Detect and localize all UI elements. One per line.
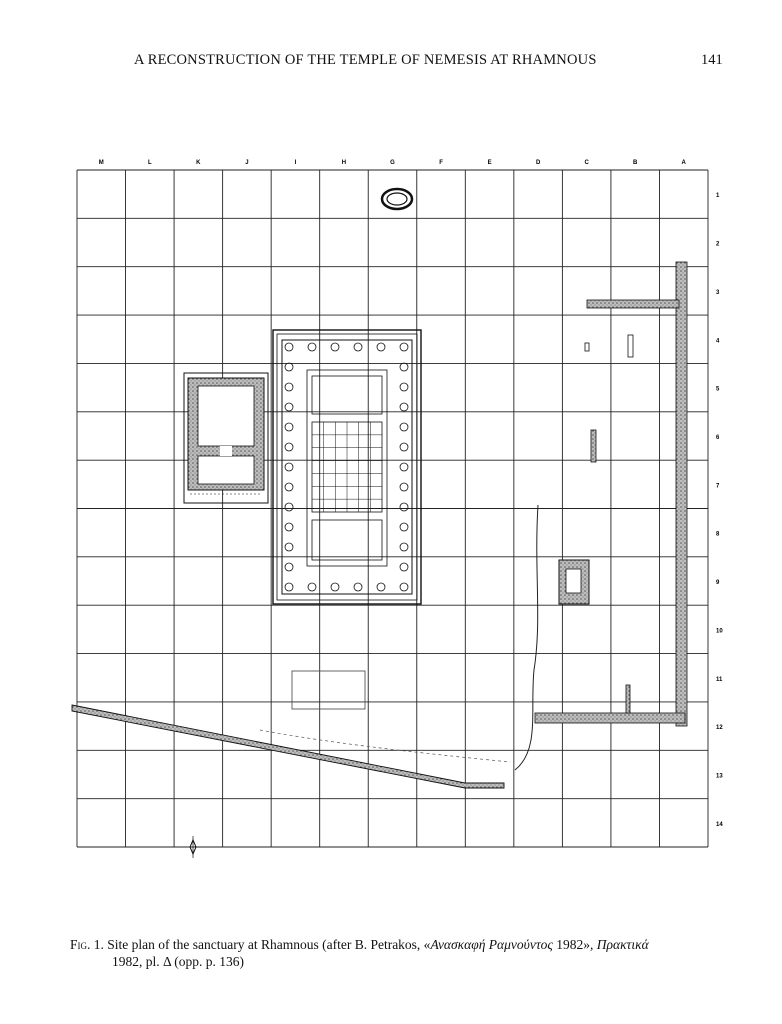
- column: [399, 482, 409, 492]
- column: [284, 442, 294, 452]
- small-temple: [183, 372, 269, 504]
- column-label: J: [245, 160, 248, 166]
- column: [284, 362, 294, 372]
- row-label: 3: [716, 290, 720, 296]
- column-label: A: [682, 160, 687, 166]
- row-label: 9: [716, 580, 720, 586]
- caption-text-a: Site plan of the sanctuary at Rhamnous (…: [103, 937, 431, 952]
- round-altar: [380, 187, 414, 211]
- column: [399, 382, 409, 392]
- greek-journal: Πρακτικά: [596, 937, 649, 952]
- stone-base: [558, 559, 590, 605]
- row-label: 1: [716, 193, 720, 199]
- column: [284, 582, 294, 592]
- cella-part: [311, 375, 383, 415]
- grid-lines: [76, 169, 709, 848]
- column: [399, 362, 409, 372]
- column-label: L: [148, 160, 152, 166]
- page-header: A RECONSTRUCTION OF THE TEMPLE OF NEMESI…: [0, 52, 782, 74]
- column: [330, 582, 340, 592]
- row-label: 13: [716, 773, 723, 779]
- column: [284, 402, 294, 412]
- row-label: 6: [716, 435, 720, 441]
- column: [284, 462, 294, 472]
- column: [284, 522, 294, 532]
- column: [284, 562, 294, 572]
- row-label: 5: [716, 387, 720, 393]
- greek-title: Ανασκαφή Ραμνούντος: [430, 937, 553, 952]
- path-line: [514, 504, 539, 771]
- row-label: 11: [716, 677, 723, 683]
- running-title: A RECONSTRUCTION OF THE TEMPLE OF NEMESI…: [134, 52, 597, 68]
- column: [307, 342, 317, 352]
- column: [399, 582, 409, 592]
- diagonal-wall: [71, 704, 511, 789]
- figure-label: Fig. 1.: [70, 937, 104, 952]
- row-label: 2: [716, 242, 720, 248]
- column-label: K: [196, 160, 201, 166]
- column-label: B: [633, 160, 638, 166]
- column: [399, 522, 409, 532]
- column: [399, 422, 409, 432]
- column-label: I: [295, 160, 297, 166]
- column: [284, 542, 294, 552]
- row-label: 8: [716, 532, 720, 538]
- terrace-wall: [534, 261, 688, 727]
- column-label: D: [536, 160, 541, 166]
- column: [399, 562, 409, 572]
- temple-colonnade: [284, 342, 409, 592]
- column: [399, 462, 409, 472]
- cella-part: [306, 369, 388, 567]
- column: [330, 342, 340, 352]
- column: [399, 402, 409, 412]
- column: [376, 342, 386, 352]
- column: [284, 482, 294, 492]
- column-label: M: [99, 160, 104, 166]
- column: [399, 542, 409, 552]
- column: [284, 342, 294, 352]
- column: [353, 342, 363, 352]
- row-label: 14: [716, 822, 723, 828]
- figure-caption: Fig. 1. Site plan of the sanctuary at Rh…: [70, 936, 730, 970]
- column: [399, 342, 409, 352]
- column: [399, 502, 409, 512]
- column: [284, 502, 294, 512]
- row-label: 12: [716, 725, 723, 731]
- caption-line-2: 1982, pl. Δ (opp. p. 136): [112, 954, 245, 969]
- column-label: H: [342, 160, 346, 166]
- temple-of-nemesis: [272, 329, 422, 605]
- row-label: 10: [716, 628, 723, 634]
- column-label: E: [488, 160, 492, 166]
- temple-cella: [306, 369, 388, 567]
- survey-mark: [189, 836, 197, 858]
- column: [353, 582, 363, 592]
- page-number: 141: [701, 52, 723, 68]
- foundation-outline: [291, 670, 366, 710]
- row-label: 7: [716, 483, 720, 489]
- column: [284, 422, 294, 432]
- row-label: 4: [716, 338, 720, 344]
- caption-text-b: 1982»,: [552, 937, 597, 952]
- column-label: G: [390, 160, 395, 166]
- cella-part: [311, 519, 383, 561]
- column: [376, 582, 386, 592]
- column: [307, 582, 317, 592]
- column-label: F: [439, 160, 443, 166]
- column: [399, 442, 409, 452]
- column-label: C: [584, 160, 589, 166]
- column: [284, 382, 294, 392]
